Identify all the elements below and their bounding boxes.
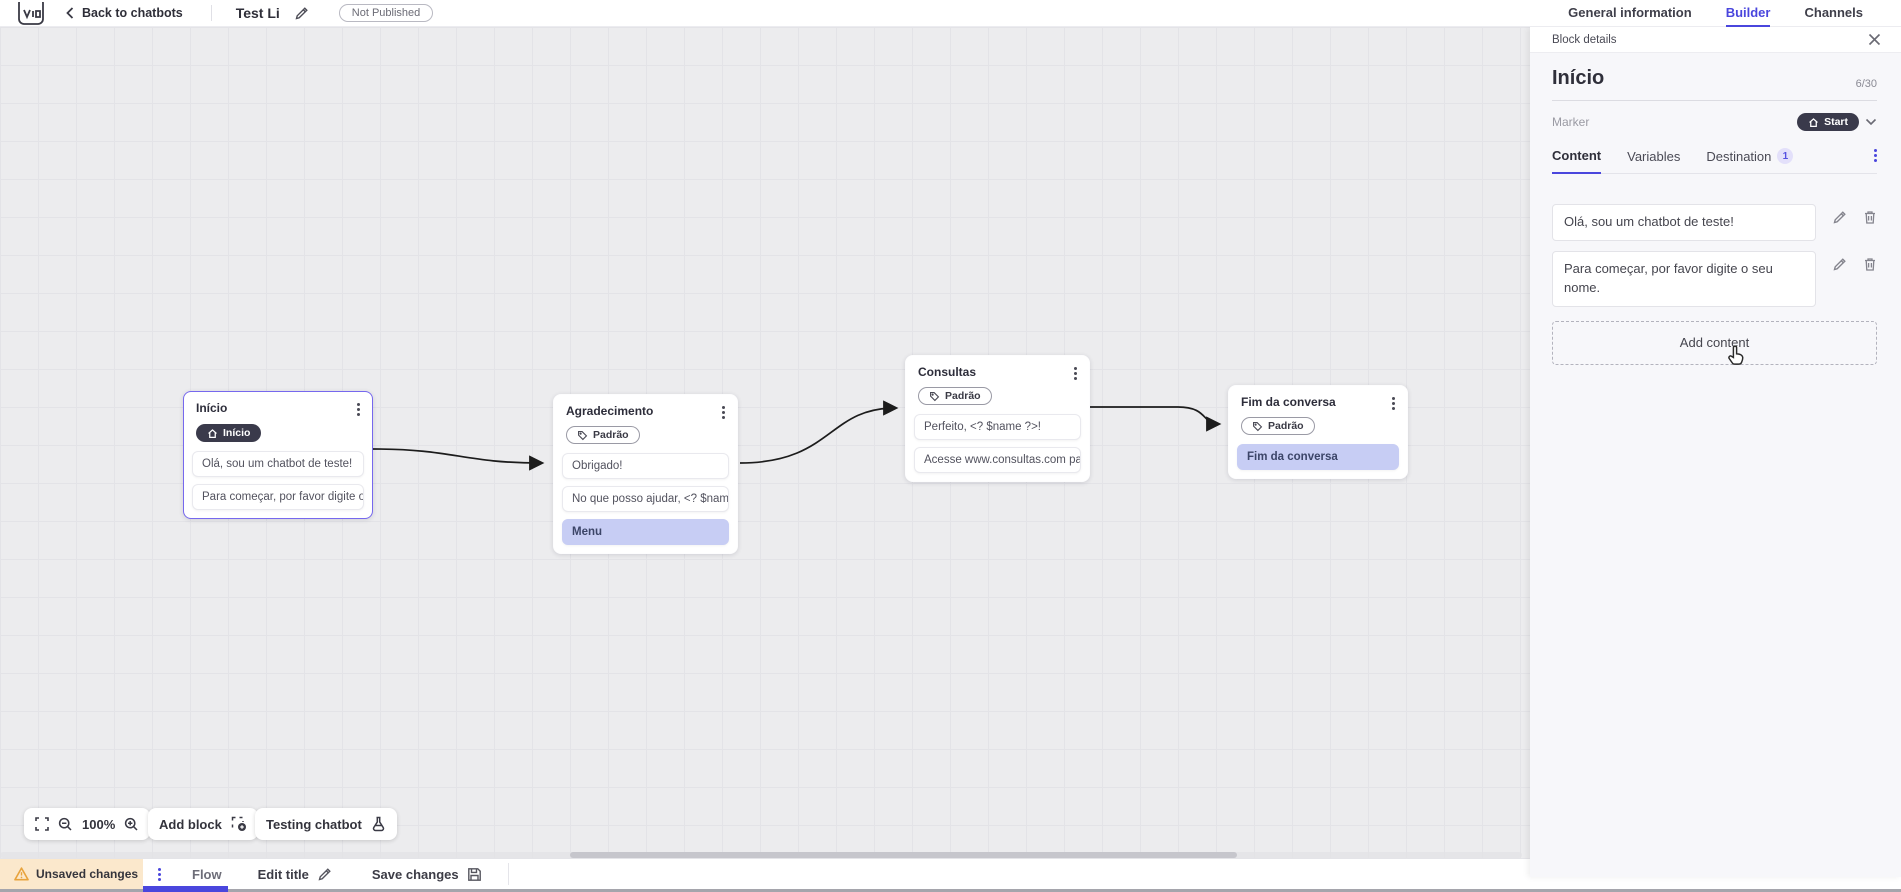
trash-icon[interactable] bbox=[1863, 210, 1877, 225]
block-card[interactable]: No que posso ajudar, <? $name ... bbox=[562, 486, 729, 512]
testing-chatbot-label: Testing chatbot bbox=[266, 816, 362, 832]
tab-content[interactable]: Content bbox=[1552, 148, 1602, 174]
flow-tab-active-indicator bbox=[143, 886, 228, 892]
destination-count-badge: 1 bbox=[1777, 148, 1794, 164]
home-icon bbox=[208, 428, 217, 438]
zoom-out-icon[interactable] bbox=[58, 817, 73, 832]
edit-title-button[interactable]: Edit title bbox=[258, 867, 332, 882]
flow-block-fim-da-conversa[interactable]: Fim da conversa Padrão Fim da conversa bbox=[1228, 385, 1408, 479]
name-char-counter: 6/30 bbox=[1855, 78, 1877, 90]
add-content-button[interactable]: Add content bbox=[1552, 320, 1877, 365]
flow-block-agradecimento[interactable]: Agradecimento Padrão Obrigado! No que po… bbox=[553, 394, 738, 554]
flow-block-inicio[interactable]: Início Início Olá, sou um chatbot de tes… bbox=[183, 391, 373, 519]
warning-triangle-icon bbox=[14, 867, 29, 881]
content-list: Olá, sou um chatbot de teste! Para começ… bbox=[1552, 204, 1877, 307]
tab-variables[interactable]: Variables bbox=[1627, 149, 1681, 164]
back-to-chatbots-button[interactable]: Back to chatbots bbox=[64, 6, 183, 20]
flow-block-consultas[interactable]: Consultas Padrão Perfeito, <? $name ?>! … bbox=[905, 355, 1090, 482]
block-title: Início bbox=[196, 401, 228, 415]
unsaved-changes-banner: Unsaved changes bbox=[0, 859, 143, 889]
close-icon[interactable] bbox=[1868, 33, 1881, 46]
block-title: Fim da conversa bbox=[1241, 395, 1336, 409]
bot-title: Test Li bbox=[235, 5, 280, 21]
tab-channels[interactable]: Channels bbox=[1804, 4, 1863, 20]
trash-icon[interactable] bbox=[1863, 257, 1877, 272]
block-title: Consultas bbox=[918, 365, 977, 379]
block-menu-kebab-icon[interactable] bbox=[722, 404, 725, 421]
tag-badge: Padrão bbox=[1241, 417, 1315, 435]
edit-pencil-icon[interactable] bbox=[1832, 257, 1847, 272]
content-text-field[interactable]: Para começar, por favor digite o seu nom… bbox=[1552, 250, 1816, 307]
tab-flow[interactable]: Flow bbox=[192, 866, 222, 882]
back-label: Back to chatbots bbox=[82, 6, 183, 20]
content-item-row: Para começar, por favor digite o seu nom… bbox=[1552, 250, 1877, 307]
zoom-level: 100% bbox=[82, 816, 116, 832]
bottombar-divider bbox=[507, 863, 509, 885]
marker-start-pill[interactable]: Start bbox=[1797, 113, 1859, 131]
block-card[interactable]: Olá, sou um chatbot de teste! bbox=[192, 451, 364, 477]
tag-icon bbox=[930, 391, 940, 401]
app-logo-icon bbox=[16, 1, 46, 28]
fit-screen-icon[interactable] bbox=[35, 817, 49, 831]
unsaved-label: Unsaved changes bbox=[36, 867, 139, 881]
block-card[interactable]: Acesse www.consultas.com par... bbox=[914, 447, 1081, 473]
block-menu-kebab-icon[interactable] bbox=[1392, 395, 1395, 412]
flask-icon bbox=[371, 816, 386, 832]
block-name-input[interactable]: Início bbox=[1552, 67, 1605, 89]
add-block-icon bbox=[231, 816, 247, 832]
top-bar: Back to chatbots Test Li Not Published G… bbox=[0, 0, 1901, 27]
block-title: Agradecimento bbox=[566, 404, 654, 418]
chevron-down-icon[interactable] bbox=[1865, 118, 1877, 126]
tab-destination[interactable]: Destination 1 bbox=[1706, 148, 1794, 173]
start-marker-badge: Início bbox=[196, 424, 262, 442]
save-changes-button[interactable]: Save changes bbox=[372, 867, 482, 882]
block-menu-kebab-icon[interactable] bbox=[357, 401, 360, 418]
home-icon bbox=[1809, 117, 1818, 127]
status-badge: Not Published bbox=[338, 4, 434, 22]
flow-menu-kebab-icon[interactable] bbox=[143, 866, 176, 883]
zoom-controls: 100% bbox=[24, 808, 151, 840]
tag-icon bbox=[1253, 421, 1263, 431]
content-text-field[interactable]: Olá, sou um chatbot de teste! bbox=[1552, 204, 1816, 241]
block-card-menu[interactable]: Menu bbox=[562, 519, 729, 545]
tag-badge: Padrão bbox=[566, 426, 640, 444]
edit-title-pencil-icon[interactable] bbox=[294, 6, 309, 21]
add-block-label: Add block bbox=[159, 816, 222, 832]
flow-canvas[interactable]: Início Início Olá, sou um chatbot de tes… bbox=[0, 27, 1530, 858]
panel-title: Block details bbox=[1552, 33, 1617, 46]
block-card[interactable]: Perfeito, <? $name ?>! bbox=[914, 414, 1081, 440]
edit-pencil-icon[interactable] bbox=[1832, 210, 1847, 225]
save-icon bbox=[467, 867, 481, 881]
pencil-icon bbox=[318, 867, 331, 880]
zoom-in-icon[interactable] bbox=[124, 817, 139, 832]
topbar-divider bbox=[210, 5, 212, 21]
block-card[interactable]: Fim da conversa bbox=[1237, 444, 1399, 470]
panel-tabs: Content Variables Destination 1 bbox=[1552, 147, 1877, 174]
block-details-panel: Block details Início 6/30 Marker Start C… bbox=[1530, 27, 1901, 877]
add-block-button[interactable]: Add block bbox=[148, 808, 258, 840]
block-card[interactable]: Obrigado! bbox=[562, 453, 729, 479]
builder-tabs: General information Builder Channels bbox=[1568, 0, 1863, 27]
content-item-row: Olá, sou um chatbot de teste! bbox=[1552, 204, 1877, 241]
tab-general-information[interactable]: General information bbox=[1568, 4, 1692, 20]
tag-badge: Padrão bbox=[918, 387, 992, 405]
marker-label: Marker bbox=[1552, 115, 1590, 129]
testing-chatbot-button[interactable]: Testing chatbot bbox=[255, 808, 397, 840]
block-menu-kebab-icon[interactable] bbox=[1074, 365, 1077, 382]
chevron-left-icon bbox=[66, 7, 74, 19]
block-card[interactable]: Para começar, por favor digite o ... bbox=[192, 484, 364, 510]
tab-builder[interactable]: Builder bbox=[1725, 0, 1771, 27]
bottom-edge-strip bbox=[0, 889, 1901, 892]
horizontal-scrollbar-thumb[interactable] bbox=[570, 852, 1237, 858]
panel-menu-kebab-icon[interactable] bbox=[1874, 147, 1877, 173]
tag-icon bbox=[578, 430, 588, 440]
